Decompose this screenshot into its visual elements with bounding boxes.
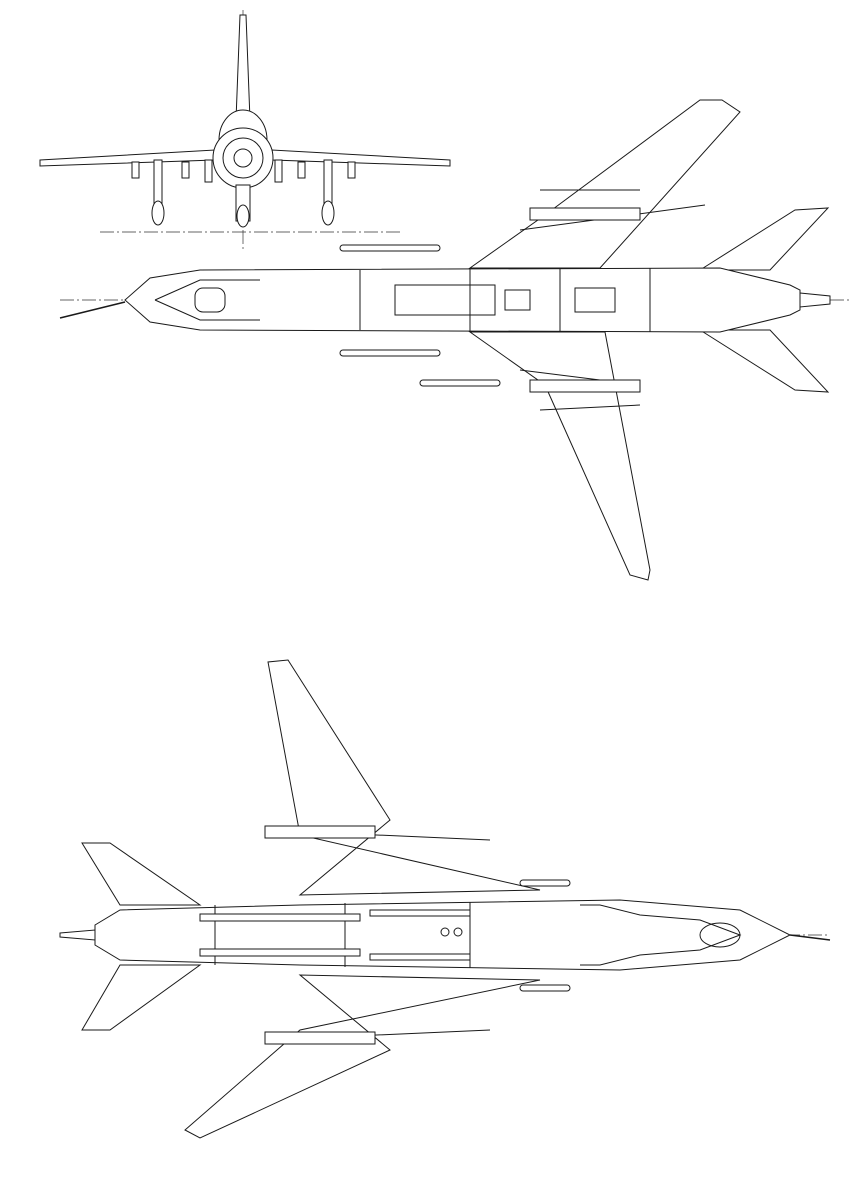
bottom-view <box>59 659 831 1139</box>
top-view <box>59 99 850 581</box>
front-view <box>39 10 451 250</box>
